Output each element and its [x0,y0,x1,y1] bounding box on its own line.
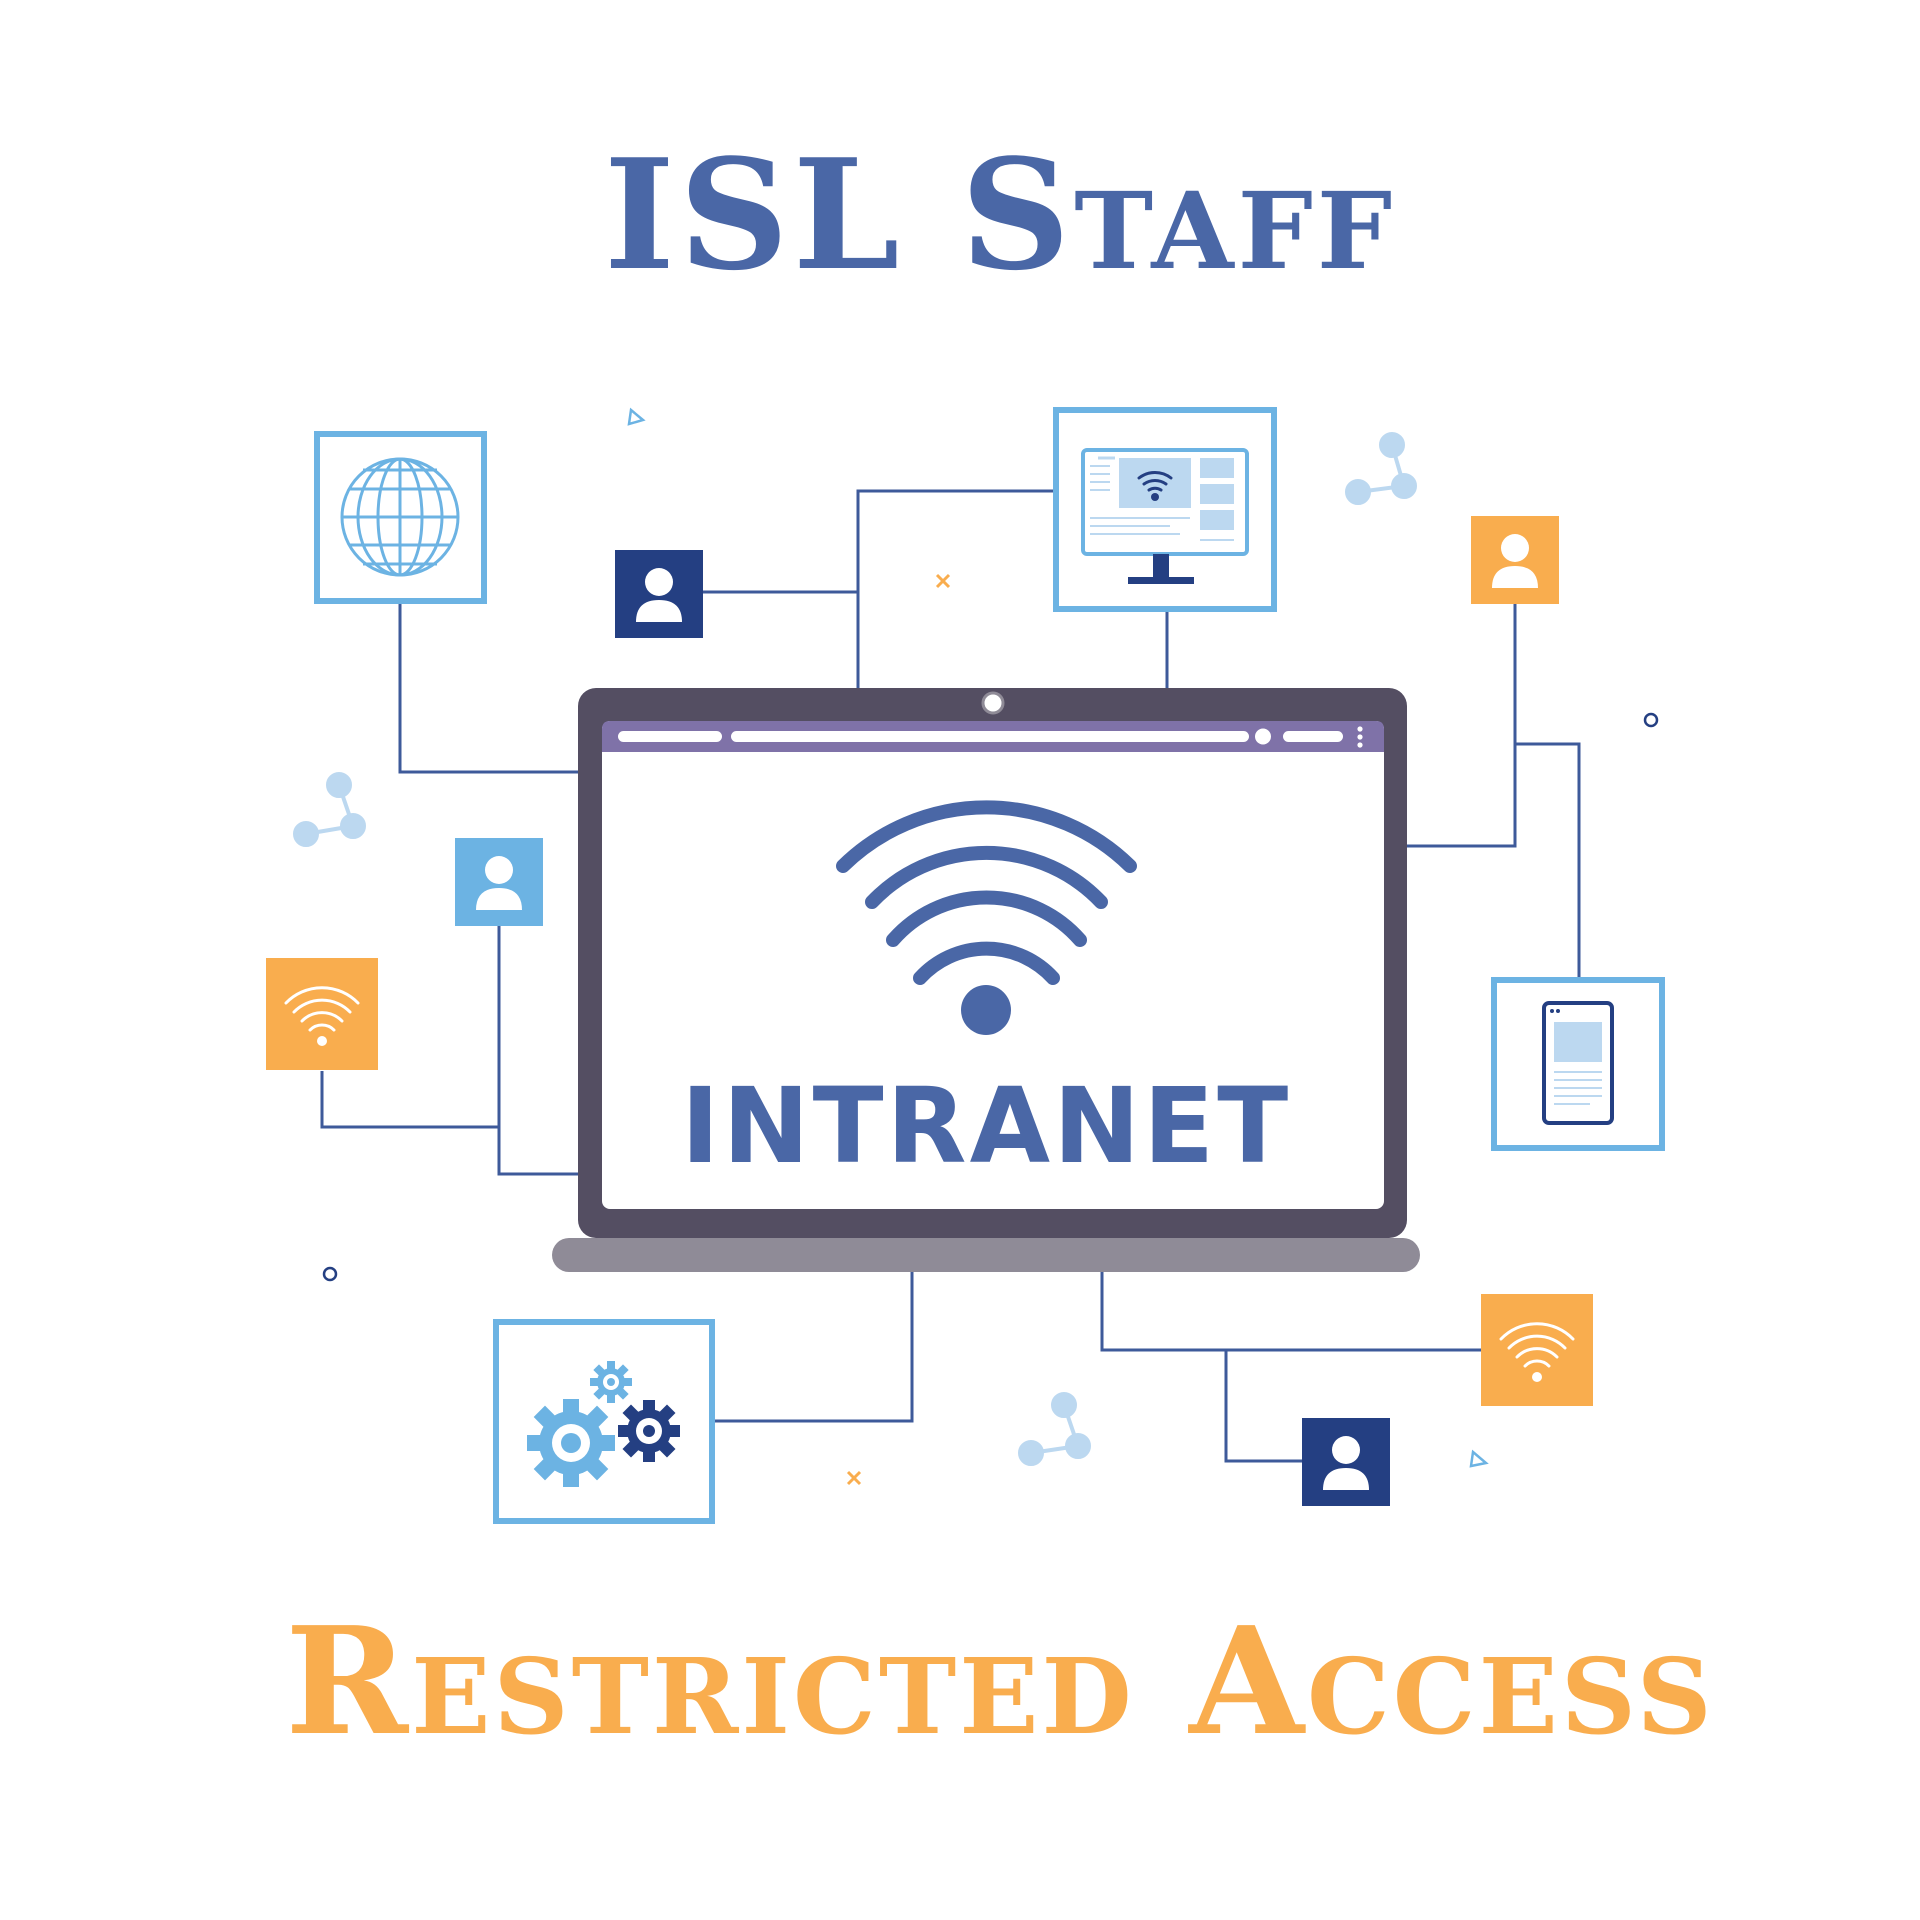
user-icon [636,568,682,622]
connector-tablet [1515,742,1581,978]
ring-decoration [1643,712,1659,728]
decorations [293,407,1659,1486]
user-icon [476,856,522,910]
connector-monitor-branch [856,489,1054,688]
triangle-decoration [627,407,646,426]
cross-decoration [935,573,951,589]
monitor-wifi-icon [1081,448,1249,584]
connector-globe [398,602,578,774]
wifi-icon [1499,1322,1575,1382]
connector-wifi-bottom-right [1100,1272,1481,1352]
molecule-decoration [1345,432,1417,505]
connector-wifi-left [320,1071,499,1129]
wifi-icon [836,800,1137,1035]
user-node-left [455,838,543,926]
page-title: ISL Staff [604,125,1396,304]
gears-icon [527,1361,680,1487]
webcam-icon [981,691,1005,715]
page-subtitle: Restricted Access [285,1594,1715,1768]
molecule-decoration [1018,1392,1091,1466]
connector-user-bottom-right [1224,1350,1302,1463]
connector-user-left [497,925,578,1176]
ring-decoration [322,1266,338,1282]
monitor-node [1053,407,1277,612]
globe-node [314,431,487,604]
screen-label: INTRANET [681,1065,1291,1187]
triangle-decoration [1469,1449,1489,1468]
gears-node [493,1319,715,1524]
laptop-screen [602,721,1384,1209]
user-node-top-left [615,550,703,638]
browser-bar [602,721,1384,752]
user-icon [1323,1436,1369,1490]
wifi-node-left [266,958,378,1070]
connector-lines [320,489,1581,1463]
user-node-top-right [1471,516,1559,604]
wifi-node-bottom-right [1481,1294,1593,1406]
user-node-bottom-right [1302,1418,1390,1506]
wifi-icon [284,986,360,1046]
globe-icon [340,457,460,577]
molecule-decoration [293,772,366,847]
cross-decoration [846,1470,862,1486]
connector-user-top-right [1407,604,1517,848]
connector-gears [714,1272,914,1423]
laptop-base [552,1238,1420,1272]
tablet-icon [1542,1001,1614,1125]
user-icon [1492,534,1538,588]
laptop: INTRANET [552,688,1420,1272]
tablet-node [1491,977,1665,1151]
